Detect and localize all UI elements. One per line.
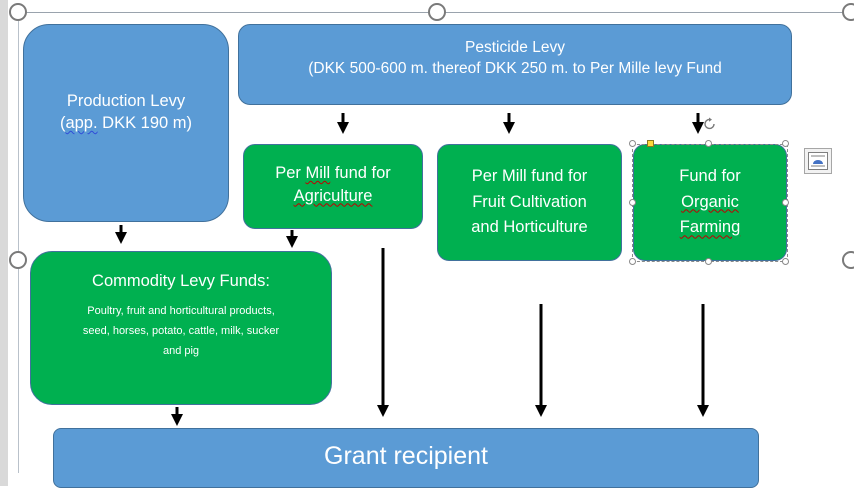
grant-recipient-box[interactable]: Grant recipient [53,428,759,488]
commodity-line1: Poultry, fruit and horticultural product… [87,305,275,318]
commodity-title: Commodity Levy Funds: [92,272,270,290]
commodity-line2: seed, horses, potato, cattle, milk, suck… [82,325,280,338]
production-levy-title: Production Levy [66,91,186,110]
shape-adjust-handle[interactable] [647,140,654,147]
window-gutter [0,0,8,486]
rotate-handle-icon[interactable] [702,116,718,132]
canvas-resize-handle-top-left[interactable] [9,3,27,21]
layout-options-button[interactable] [804,148,832,174]
selection-handle-bottom-right[interactable] [782,258,789,265]
organic-fund-line2: Organic [681,192,739,211]
agriculture-fund-box[interactable]: Per Mill fund for Agriculture [243,144,423,229]
pesticide-levy-detail: (DKK 500-600 m. thereof DKK 250 m. to Pe… [308,59,722,77]
selection-handle-bottom-middle[interactable] [705,258,712,265]
canvas-resize-handle-middle-left[interactable] [9,251,27,269]
organic-fund-line1: Fund for [679,167,741,186]
commodity-levy-funds-box[interactable]: Commodity Levy Funds: Poultry, fruit and… [30,251,332,405]
canvas-resize-handle-top-middle[interactable] [428,3,446,21]
production-levy-amount: (app. DKK 190 m) [59,114,193,132]
selection-handle-bottom-left[interactable] [629,258,636,265]
selection-handle-middle-right[interactable] [782,199,789,206]
agriculture-fund-line1: Per Mill fund for [275,164,391,183]
canvas-resize-handle-top-right[interactable] [842,3,854,21]
pesticide-levy-title: Pesticide Levy [465,39,565,56]
fruit-fund-line2: Fruit Cultivation [472,192,587,211]
selection-handle-top-middle[interactable] [705,140,712,147]
selection-handle-middle-left[interactable] [629,199,636,206]
fruit-fund-line1: Per Mill fund for [471,167,588,186]
selection-handle-top-left[interactable] [629,140,636,147]
layout-options-icon [808,152,828,170]
organic-fund-line3: Farming [679,218,741,237]
production-levy-box[interactable]: Production Levy (app. DKK 190 m) [23,24,229,222]
selection-handle-top-right[interactable] [782,140,789,147]
grant-recipient-label: Grant recipient [324,442,488,471]
commodity-line3: and pig [162,344,200,357]
fruit-fund-line3: and Horticulture [471,218,588,237]
agriculture-fund-line2: Agriculture [293,186,373,205]
fruit-horticulture-fund-box[interactable]: Per Mill fund for Fruit Cultivation and … [437,144,622,261]
pesticide-levy-box[interactable]: Pesticide Levy (DKK 500-600 m. thereof D… [238,24,792,105]
canvas-resize-handle-middle-right[interactable] [842,251,854,269]
